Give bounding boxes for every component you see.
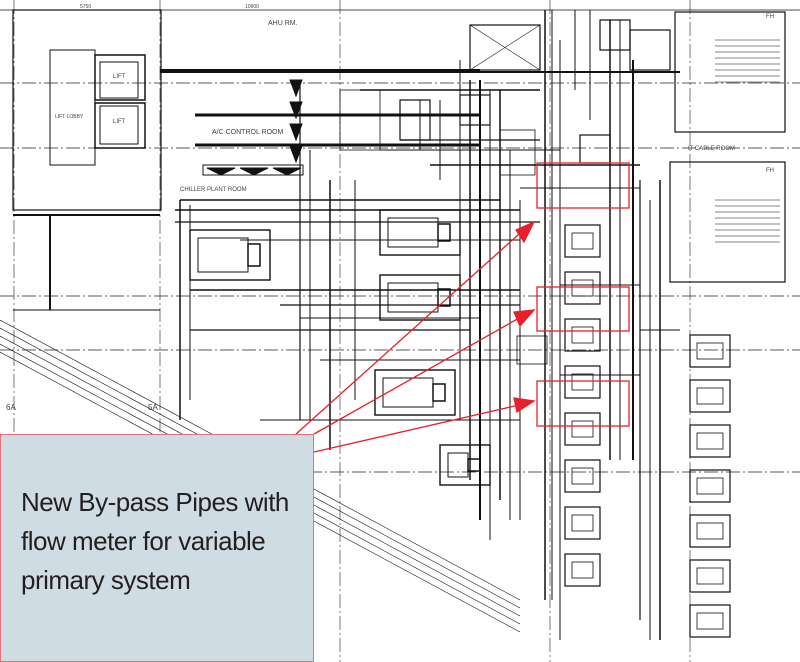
lift-car [99,61,139,99]
chiller-unit [379,209,461,256]
pump-base [571,514,594,532]
room-label-chiller-plant: CHILLER PLANT ROOM [180,187,247,193]
pump [564,365,601,399]
pump [689,379,731,413]
pump-base [571,232,594,250]
pump-base [696,432,724,450]
chiller-unit [439,444,491,486]
room-label-ac-control: A/C CONTROL ROOM [212,129,283,136]
pump-base [571,467,594,485]
chiller-compressor [467,458,481,472]
pump [689,334,731,368]
pump-base [571,420,594,438]
chiller-body [447,452,469,478]
chiller-body [387,282,439,313]
pump [564,553,601,587]
bypass-highlight-box [536,380,630,427]
room-label-lift-lobby: LIFT LOBBY [55,114,84,120]
pump [689,514,731,548]
pump [564,459,601,493]
lift-car [99,105,139,145]
pump-base [571,373,594,391]
bypass-highlight-box [536,162,630,209]
equipment-box [459,94,491,126]
leader-line [295,225,529,435]
pump-base [696,387,724,405]
chiller-unit [374,369,456,416]
chiller-body [197,237,249,273]
arrowhead-icon [513,397,536,414]
dimension-label: 10900 [245,4,259,10]
pump-base [571,326,594,344]
pump-base [696,567,724,585]
chiller-compressor [247,243,261,267]
stair-core [674,11,786,133]
chiller-unit [379,274,461,321]
pump-base [571,561,594,579]
pump [564,271,601,305]
shaft-cross [469,24,541,71]
damper-icon [289,123,303,142]
pump [689,559,731,593]
annotation-callout: New By-pass Pipes with flow meter for va… [0,434,314,662]
chiller-compressor [437,288,451,307]
damper-icon [239,167,269,176]
leader-line [313,402,529,453]
pump-base [696,342,724,360]
room-labels: 5750 10900 AHU RM. LIFT LIFT LIFT LOBBY … [6,4,774,412]
lift-lobby [49,49,96,166]
pump [689,469,731,503]
room-label-lift: LIFT [113,119,126,125]
pump [564,412,601,446]
pump [564,506,601,540]
leader-line [313,312,529,435]
equipment-box [599,19,631,51]
wall [12,9,162,211]
pump-base [696,522,724,540]
grid-label: 5A [148,403,158,412]
equipment-box [579,134,611,164]
pump-base [571,279,594,297]
dimension-label: 5750 [80,4,91,10]
room-label-fh: FH [766,14,774,20]
equipment-box [399,99,431,141]
pump [689,604,731,638]
room-label-it-cable: IT CABLE ROOM [688,146,735,152]
chiller-compressor [437,223,451,242]
pump-base [696,477,724,495]
arrowhead-icon [513,309,536,328]
stair-core [669,161,786,283]
damper-icon [272,167,302,176]
pump-base [696,612,724,630]
bypass-annotations [295,162,630,453]
equipment-box [629,29,671,71]
damper-icon [206,167,236,176]
room-label-lift: LIFT [113,74,126,80]
arrowhead-icon [515,220,536,244]
shaft [469,24,541,71]
pump [564,318,601,352]
damper-icon [289,79,303,98]
room-label-fh: FH [766,168,774,174]
pump [689,424,731,458]
damper-icon [289,101,303,120]
chiller-unit [189,229,271,281]
bypass-highlight-box [536,286,630,332]
hatched-area [339,89,381,151]
chiller-compressor [432,383,446,402]
grid-label: 6A [6,403,16,412]
chiller-body [382,377,434,408]
callout-text: New By-pass Pipes with flow meter for va… [21,487,289,595]
hatched-area [516,335,548,365]
hatched-area [499,129,536,176]
equipment [189,19,731,638]
pump [564,224,601,258]
room-label-ahu: AHU RM. [268,20,298,27]
